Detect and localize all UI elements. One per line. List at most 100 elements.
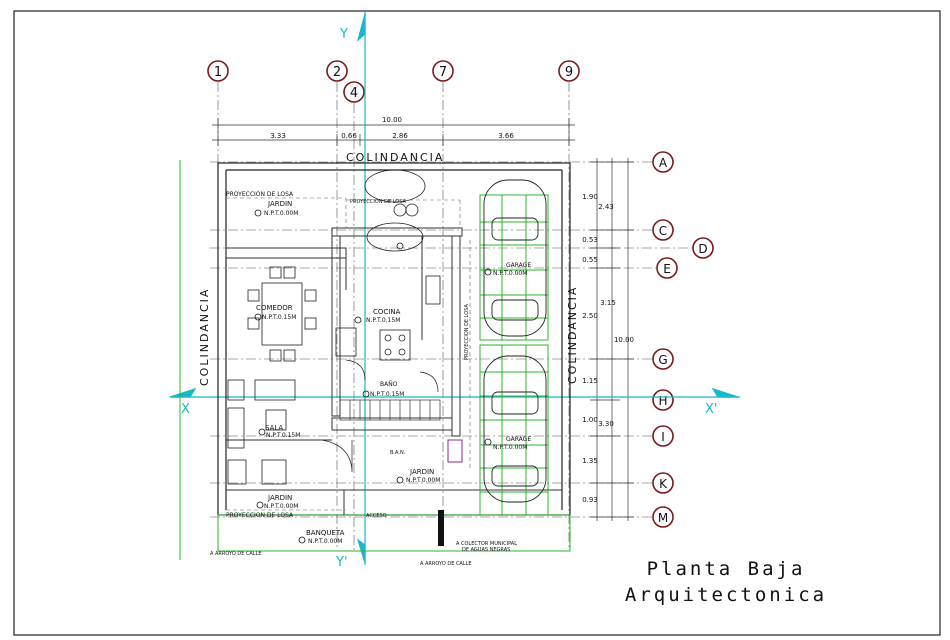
top-dimension-chain: [212, 118, 575, 146]
car-outlines: [483, 179, 547, 503]
grid-label-E: E: [663, 262, 671, 276]
grid-label-4: 4: [350, 86, 358, 101]
label-ban: B.A.N.: [390, 450, 406, 456]
label-proj-losa-mid: PROYECCION DE LOSA: [350, 199, 406, 205]
right-dimension-chain: [590, 158, 634, 521]
grid-bubble-4: [343, 81, 365, 103]
grid-bubble-M: [652, 506, 674, 528]
label-banqueta-lvl: N.P.T.0.00M: [308, 538, 342, 545]
gate-marker: [438, 510, 444, 546]
label-sala-lvl: N.P.T.0.15M: [266, 432, 300, 439]
label-arroyo-calle: A ARROYO DE CALLE: [210, 551, 262, 557]
grid-bubble-I: [652, 425, 674, 447]
dim-top-3: 2.86: [392, 132, 408, 140]
label-comedor: COMEDOR: [256, 304, 293, 312]
label-colector: A COLECTOR MUNICIPAL: [456, 541, 517, 547]
grid-label-I: I: [661, 430, 665, 444]
label-cocina: COCINA: [373, 308, 401, 316]
label-cocina-lvl: N.P.T.0.15M: [366, 317, 400, 324]
label-garage-top: GARAGE: [506, 262, 531, 269]
grid-bubble-A: [652, 151, 674, 173]
section-label-y-bottom: Y': [335, 555, 348, 570]
label-colindancia-right: COLINDANCIA: [566, 286, 579, 384]
grid-bubble-K: [652, 472, 674, 494]
dim-right-11: 1.35: [582, 457, 598, 465]
dining-table: [247, 266, 317, 362]
section-cut-lines: [169, 12, 740, 565]
stair-treads: [339, 399, 441, 421]
label-jardin-mid-lvl: N.P.T.0.00M: [406, 477, 440, 484]
label-arroyo-calle-2: A ARROYO DE CALLE: [420, 561, 472, 567]
label-proj-losa-bot: PROYECCION DE LOSA: [226, 512, 294, 519]
dim-right-1: 1.90: [582, 193, 598, 201]
label-sala: SALA: [265, 424, 283, 432]
label-jardin-bot: JARDIN: [267, 494, 292, 502]
grid-label-9: 9: [565, 65, 573, 80]
grid-bubble-9: [558, 60, 580, 82]
water-heater: [447, 439, 463, 463]
plan-title-line-2: Arquitectonica: [624, 584, 828, 606]
grid-bubble-7: [432, 60, 454, 82]
sheet-border: [13, 10, 941, 636]
section-label-x-right: X': [705, 402, 717, 417]
dim-top-4: 3.66: [498, 132, 514, 140]
label-colindancia-left: COLINDANCIA: [198, 288, 211, 386]
label-comedor-lvl: N.P.T.0.15M: [262, 314, 296, 321]
grid-label-C: C: [659, 224, 667, 238]
row-grid-bubbles: [652, 151, 714, 528]
level-markers: [254, 209, 492, 544]
dim-top-1: 3.33: [270, 132, 286, 140]
label-banqueta: BANQUETA: [306, 529, 345, 537]
dim-right-8: 1.15: [582, 377, 598, 385]
grid-label-1: 1: [214, 65, 222, 80]
grid-bubble-H: [652, 389, 674, 411]
door-swings: [321, 359, 439, 472]
grid-bubble-C: [652, 219, 674, 241]
label-garage-bot: GARAGE: [506, 436, 531, 443]
grid-label-7: 7: [439, 65, 447, 80]
label-jardin-top-lvl: N.P.T.0.00M: [264, 210, 298, 217]
grid-bubble-2: [326, 60, 348, 82]
section-label-y-top: Y: [339, 27, 348, 42]
dim-right-9: 1.00: [582, 416, 598, 424]
label-bano: BAÑO: [380, 381, 398, 388]
dim-right-7: 10.00: [614, 336, 634, 344]
dim-right-12: 0.93: [582, 496, 598, 504]
dim-right-5: 3.15: [600, 299, 616, 307]
column-grid-bubbles: [207, 60, 580, 103]
label-jardin-bot-lvl: N.P.T.0.00M: [264, 503, 298, 510]
green-outlines: [179, 160, 571, 560]
kitchen-fixtures: [335, 275, 441, 361]
label-acceso: ACCESO: [366, 513, 387, 519]
patio-table: [364, 169, 426, 252]
label-jardin-top: JARDIN: [267, 200, 292, 208]
label-proj-losa-top: PROYECCION DE LOSA: [226, 191, 294, 198]
dim-right-4: 0.55: [582, 256, 598, 264]
label-garage-bot-lvl: N.P.T.0.00M: [493, 444, 527, 451]
grid-label-H: H: [658, 394, 667, 408]
section-label-x-left: X: [181, 402, 190, 417]
label-proj-losa-vertical: PROYECCION DE LOSA: [464, 304, 470, 360]
grid-bubble-1: [207, 60, 229, 82]
dim-total-top: 10.00: [382, 116, 402, 124]
grid-bubble-G: [652, 348, 674, 370]
dim-right-3: 0.53: [582, 236, 598, 244]
dim-top-2: 0.66: [341, 132, 357, 140]
grid-label-2: 2: [333, 65, 341, 80]
dim-right-10: 3.30: [598, 420, 614, 428]
label-bano-lvl: N.P.T.0.15M: [370, 391, 404, 398]
grid-label-M: M: [658, 511, 668, 525]
slab-projection-lines: [226, 197, 471, 511]
living-room-furniture: [227, 379, 296, 485]
label-jardin-mid: JARDIN: [409, 468, 434, 476]
label-colindancia-top: COLINDANCIA: [346, 151, 444, 164]
garage-parking-grid: [479, 194, 549, 516]
grid-label-D: D: [698, 242, 707, 256]
label-garage-top-lvl: N.P.T.0.00M: [493, 270, 527, 277]
grid-label-G: G: [658, 353, 667, 367]
dim-right-6: 2.50: [582, 312, 598, 320]
label-colector-2: DE AGUAS NEGRAS: [462, 547, 510, 553]
interior-walls: [225, 227, 562, 515]
plan-title-line-1: Planta Baja: [646, 558, 806, 580]
